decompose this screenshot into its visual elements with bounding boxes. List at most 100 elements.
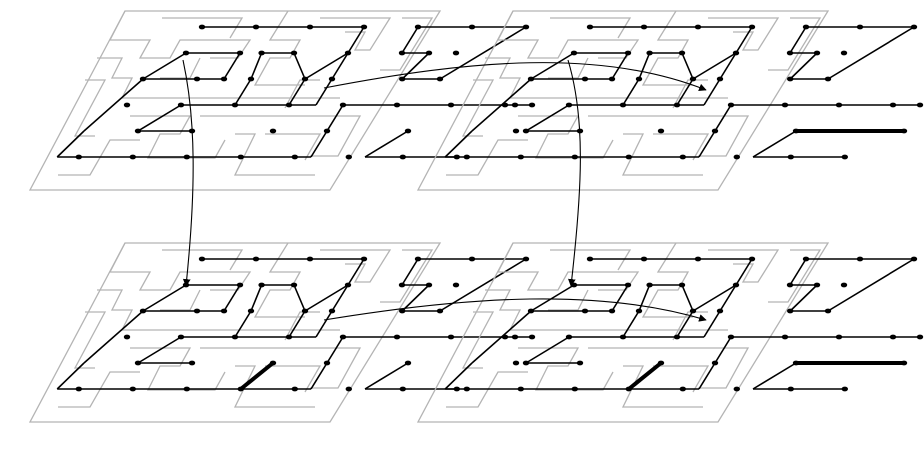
tree-node [748, 256, 756, 262]
tree-node [306, 24, 314, 30]
tree-edge [735, 258, 753, 286]
tree-edge [698, 130, 716, 158]
tree-node [399, 154, 406, 160]
tree-node [344, 50, 352, 56]
tree-node [748, 24, 756, 30]
tree-node [290, 50, 298, 56]
tree-node [123, 102, 131, 108]
tree-node [787, 308, 794, 314]
tree-node [619, 334, 627, 340]
panel-bottom-right [416, 242, 924, 423]
tree-node [360, 256, 368, 262]
tree-edge [347, 26, 365, 54]
tree-node [581, 308, 589, 314]
tree-node [291, 386, 298, 392]
tree-edge [142, 284, 187, 312]
tree-node [678, 50, 686, 56]
tree-node [716, 76, 724, 82]
tree-node [625, 154, 632, 160]
panel-border [416, 242, 830, 423]
tree-node [269, 360, 277, 366]
tree-node [646, 282, 653, 288]
tree-node [328, 76, 336, 82]
tree-node [608, 76, 616, 82]
tree-edge [250, 284, 263, 312]
tree-node [522, 128, 530, 134]
tree-node [463, 154, 470, 160]
tree-edge [364, 362, 409, 390]
tree-node [787, 76, 794, 82]
tree-node [781, 102, 789, 108]
tree-node [781, 334, 789, 340]
connector-arrows [182, 59, 707, 322]
tree-node [694, 256, 702, 262]
tree-node [399, 76, 406, 82]
tree-node [528, 334, 536, 340]
panel-top-right [416, 10, 924, 191]
tree-node [425, 50, 433, 56]
tree-node [813, 50, 821, 56]
tree-node [689, 76, 697, 82]
tree-edge [326, 104, 344, 132]
tree-node [640, 256, 648, 262]
tree-node [339, 334, 347, 340]
tree-node [679, 386, 686, 392]
tree-node [393, 334, 401, 340]
tree-node [916, 334, 924, 340]
tree-node [856, 24, 864, 30]
tree-node [635, 76, 643, 82]
tree-edge [137, 336, 182, 364]
tree-node [733, 154, 740, 160]
tree-edge [304, 52, 349, 80]
tree-node [835, 334, 843, 340]
tree-node [787, 386, 794, 392]
tree-node [522, 256, 530, 262]
tree-edge [703, 310, 721, 338]
tree-edge [315, 78, 333, 106]
tree-node [624, 282, 632, 288]
tree-node [290, 282, 298, 288]
tree-node [900, 128, 908, 134]
tree-node [404, 128, 412, 134]
tree-node [571, 386, 578, 392]
tree-edge [752, 130, 797, 158]
tree-edge [681, 52, 694, 80]
tree-node [727, 334, 735, 340]
tree-node [123, 334, 131, 340]
tree-edge [525, 104, 570, 132]
tree-node [517, 154, 524, 160]
tree-node [570, 50, 578, 56]
tree-node [129, 386, 136, 392]
tree-node [468, 256, 476, 262]
tree-node [247, 76, 255, 82]
tree-node [619, 102, 627, 108]
tree-node [269, 128, 277, 134]
panel-top-left [28, 10, 536, 191]
tree-node [802, 24, 810, 30]
tree-node [673, 102, 681, 108]
tree-node [414, 256, 422, 262]
tree-node [576, 360, 584, 366]
tree-node [840, 50, 848, 56]
tree-node [640, 24, 648, 30]
tree-node [404, 360, 412, 366]
tree-node [512, 128, 520, 134]
tree-node [835, 102, 843, 108]
tree-node [856, 256, 864, 262]
tree-node [393, 102, 401, 108]
tree-edge [315, 310, 333, 338]
tree-node [360, 24, 368, 30]
tree-edge [293, 52, 306, 80]
tree-edge [638, 284, 651, 312]
tree-edge [304, 284, 349, 312]
tree-node [399, 386, 406, 392]
tree-node [711, 128, 719, 134]
tree-edge [789, 52, 818, 80]
tree-node [301, 76, 309, 82]
tree-edge [439, 26, 527, 80]
tree-edge [444, 362, 473, 390]
tree-node [447, 334, 455, 340]
tree-node [571, 154, 578, 160]
tree-edge [401, 52, 430, 80]
